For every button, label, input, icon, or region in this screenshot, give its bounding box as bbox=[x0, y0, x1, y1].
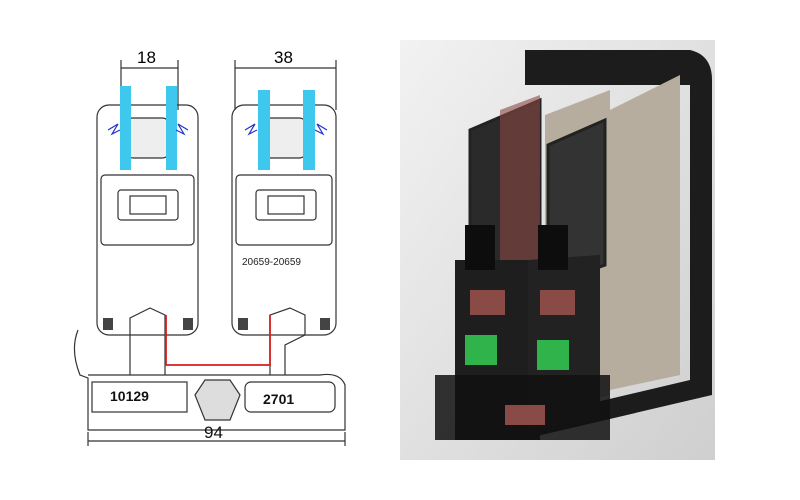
glass-pane bbox=[120, 86, 131, 170]
glass-pane bbox=[166, 86, 177, 170]
glass-thickness-label-38: 38 bbox=[274, 48, 293, 67]
right-sash-profile bbox=[231, 104, 337, 336]
profile-3d-render bbox=[400, 40, 715, 460]
glass-pane bbox=[303, 90, 315, 170]
frame-profile bbox=[73, 329, 346, 431]
frame-code-left-label: 10129 bbox=[110, 388, 149, 404]
glass-thickness-label-18: 18 bbox=[137, 48, 156, 67]
green-insert bbox=[465, 335, 497, 365]
sash-code-label: 20659-20659 bbox=[242, 257, 301, 268]
frame-width-label-94: 94 bbox=[204, 423, 223, 442]
green-insert bbox=[537, 340, 569, 370]
glass-pane bbox=[258, 90, 270, 170]
red-seal-line bbox=[165, 315, 271, 366]
frame-code-right-label: 2701 bbox=[263, 391, 295, 407]
left-sash-profile bbox=[96, 104, 199, 336]
